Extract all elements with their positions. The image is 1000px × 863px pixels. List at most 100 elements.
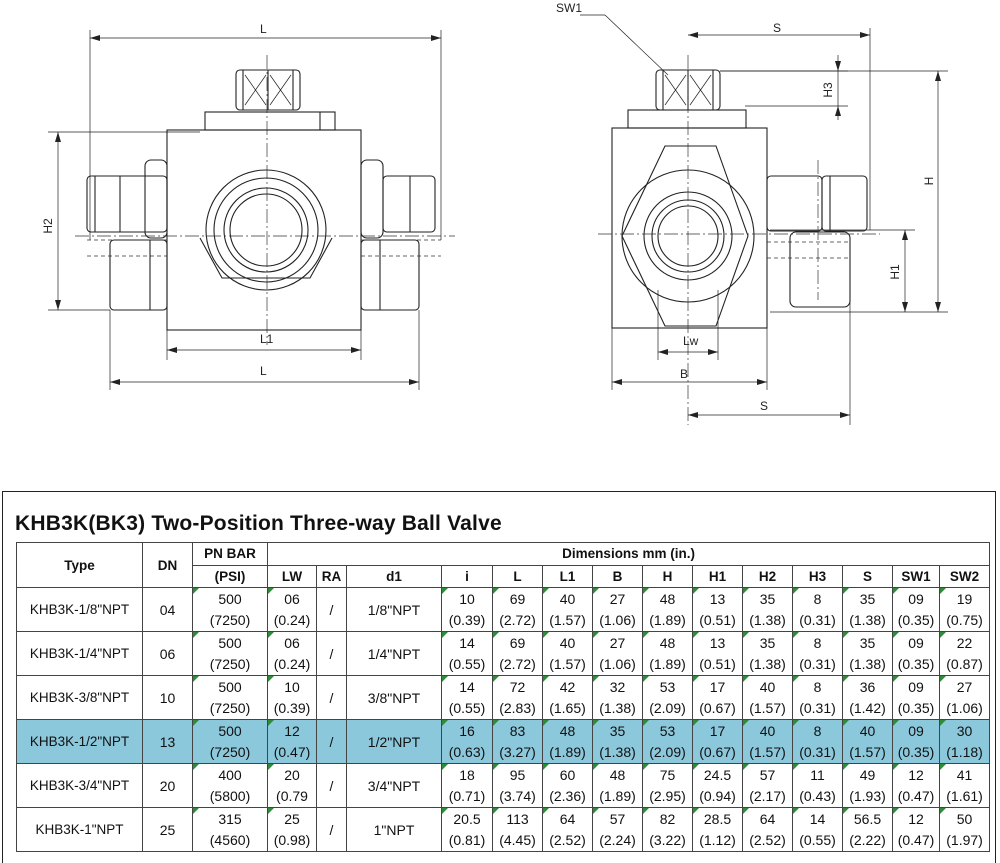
dimension-inch-cell: (1.38) [842,609,893,632]
dimension-mm-cell: 8 [792,675,843,698]
table-title: KHB3K(BK3) Two-Position Three-way Ball V… [15,512,502,535]
dimension-inch-cell: (0.87) [938,653,991,676]
dimension-mm-cell: 69 [492,587,543,610]
pn-psi-cell: (4560) [192,829,268,852]
dimension-mm-cell: 42 [542,675,593,698]
ra-cell: / [316,675,347,720]
dimension-inch-cell: (0.71) [441,785,493,808]
dimension-mm-cell: 36 [842,675,893,698]
dimension-inch-cell: (0.35) [892,741,940,764]
d1-cell: 3/8"NPT [346,675,442,720]
type-cell: KHB3K-3/4"NPT [16,763,143,808]
dimension-mm-cell: 64 [742,807,793,830]
side-view-drawing: SW1 S H3 H H1 Lw B S [556,1,948,425]
dn-cell: 10 [142,675,193,720]
dimension-inch-cell: (3.22) [642,829,693,852]
dimension-inch-cell: (0.51) [692,609,743,632]
lw-inch-cell: (0.24) [267,653,317,676]
dn-cell: 13 [142,719,193,764]
dimension-inch-cell: (0.47) [892,785,940,808]
label-H1: H1 [888,264,902,280]
dimension-inch-cell: (1.42) [842,697,893,720]
dimension-mm-cell: 50 [938,807,991,830]
type-cell: KHB3K-1/2"NPT [16,719,143,764]
pn-bar-cell: 500 [192,587,268,610]
dimension-mm-cell: 53 [642,719,693,742]
column-header: H1 [692,564,743,588]
dimension-mm-cell: 09 [892,675,940,698]
dimension-mm-cell: 95 [492,763,543,786]
table-row-inch: (5800)(0.79(0.71)(3.74)(2.36)(1.89)(2.95… [17,785,991,808]
column-header: SW1 [892,564,940,588]
header-type: Type [16,542,143,588]
label-L-bottom: L [260,364,267,378]
dimension-inch-cell: (0.67) [692,741,743,764]
pn-bar-cell: 315 [192,807,268,830]
column-header: B [592,564,643,588]
dimension-mm-cell: 40 [542,631,593,654]
dimension-mm-cell: 17 [692,719,743,742]
dimension-mm-cell: 13 [692,631,743,654]
ra-cell: / [316,719,347,764]
dimension-mm-cell: 13 [692,587,743,610]
dn-cell: 04 [142,587,193,632]
dimension-inch-cell: (0.63) [441,741,493,764]
dn-cell: 20 [142,763,193,808]
label-SW1: SW1 [556,1,582,15]
type-cell: KHB3K-1"NPT [16,807,143,852]
dimension-mm-cell: 11 [792,763,843,786]
dimension-mm-cell: 64 [542,807,593,830]
column-header: S [842,564,893,588]
dimension-inch-cell: (0.35) [892,697,940,720]
pn-psi-cell: (7250) [192,697,268,720]
pn-psi-cell: (7250) [192,653,268,676]
dimension-mm-cell: 20.5 [441,807,493,830]
header-psi: (PSI) [192,564,268,588]
dimension-mm-cell: 14 [441,631,493,654]
dimension-mm-cell: 48 [592,763,643,786]
dimension-mm-cell: 35 [842,631,893,654]
dimension-inch-cell: (1.38) [592,741,643,764]
dimension-mm-cell: 69 [492,631,543,654]
column-header: L [492,564,543,588]
dimension-inch-cell: (0.39) [441,609,493,632]
label-H3: H3 [821,82,835,98]
dimension-inch-cell: (1.38) [742,653,793,676]
column-header: H3 [792,564,843,588]
dimension-mm-cell: 30 [938,719,991,742]
lw-cell: 12 [267,719,317,742]
label-L1: L1 [260,332,274,346]
lw-cell: 25 [267,807,317,830]
dimension-inch-cell: (1.89) [592,785,643,808]
dimension-mm-cell: 49 [842,763,893,786]
dimension-inch-cell: (0.55) [441,697,493,720]
spec-table-panel: KHB3K(BK3) Two-Position Three-way Ball V… [2,491,996,863]
type-cell: KHB3K-1/8"NPT [16,587,143,632]
dimension-mm-cell: 12 [892,763,940,786]
column-header: L1 [542,564,593,588]
dimension-mm-cell: 40 [742,719,793,742]
dimension-inch-cell: (2.36) [542,785,593,808]
dimension-inch-cell: (3.74) [492,785,543,808]
front-view-drawing: L H2 L1 L [41,22,455,390]
column-header: RA [316,564,347,588]
dimension-mm-cell: 22 [938,631,991,654]
dimension-inch-cell: (1.06) [592,609,643,632]
dimension-mm-cell: 35 [842,587,893,610]
pn-psi-cell: (5800) [192,785,268,808]
pn-bar-cell: 500 [192,719,268,742]
label-Lw: Lw [683,334,699,348]
label-L-top: L [260,22,267,36]
dimension-mm-cell: 48 [642,587,693,610]
pn-bar-cell: 400 [192,763,268,786]
dimension-mm-cell: 57 [592,807,643,830]
dimension-mm-cell: 82 [642,807,693,830]
dimension-inch-cell: (2.24) [592,829,643,852]
dimension-mm-cell: 17 [692,675,743,698]
dimension-mm-cell: 35 [742,631,793,654]
dimension-inch-cell: (1.38) [842,653,893,676]
dimension-inch-cell: (1.57) [742,741,793,764]
dimension-inch-cell: (0.31) [792,697,843,720]
dimension-mm-cell: 60 [542,763,593,786]
